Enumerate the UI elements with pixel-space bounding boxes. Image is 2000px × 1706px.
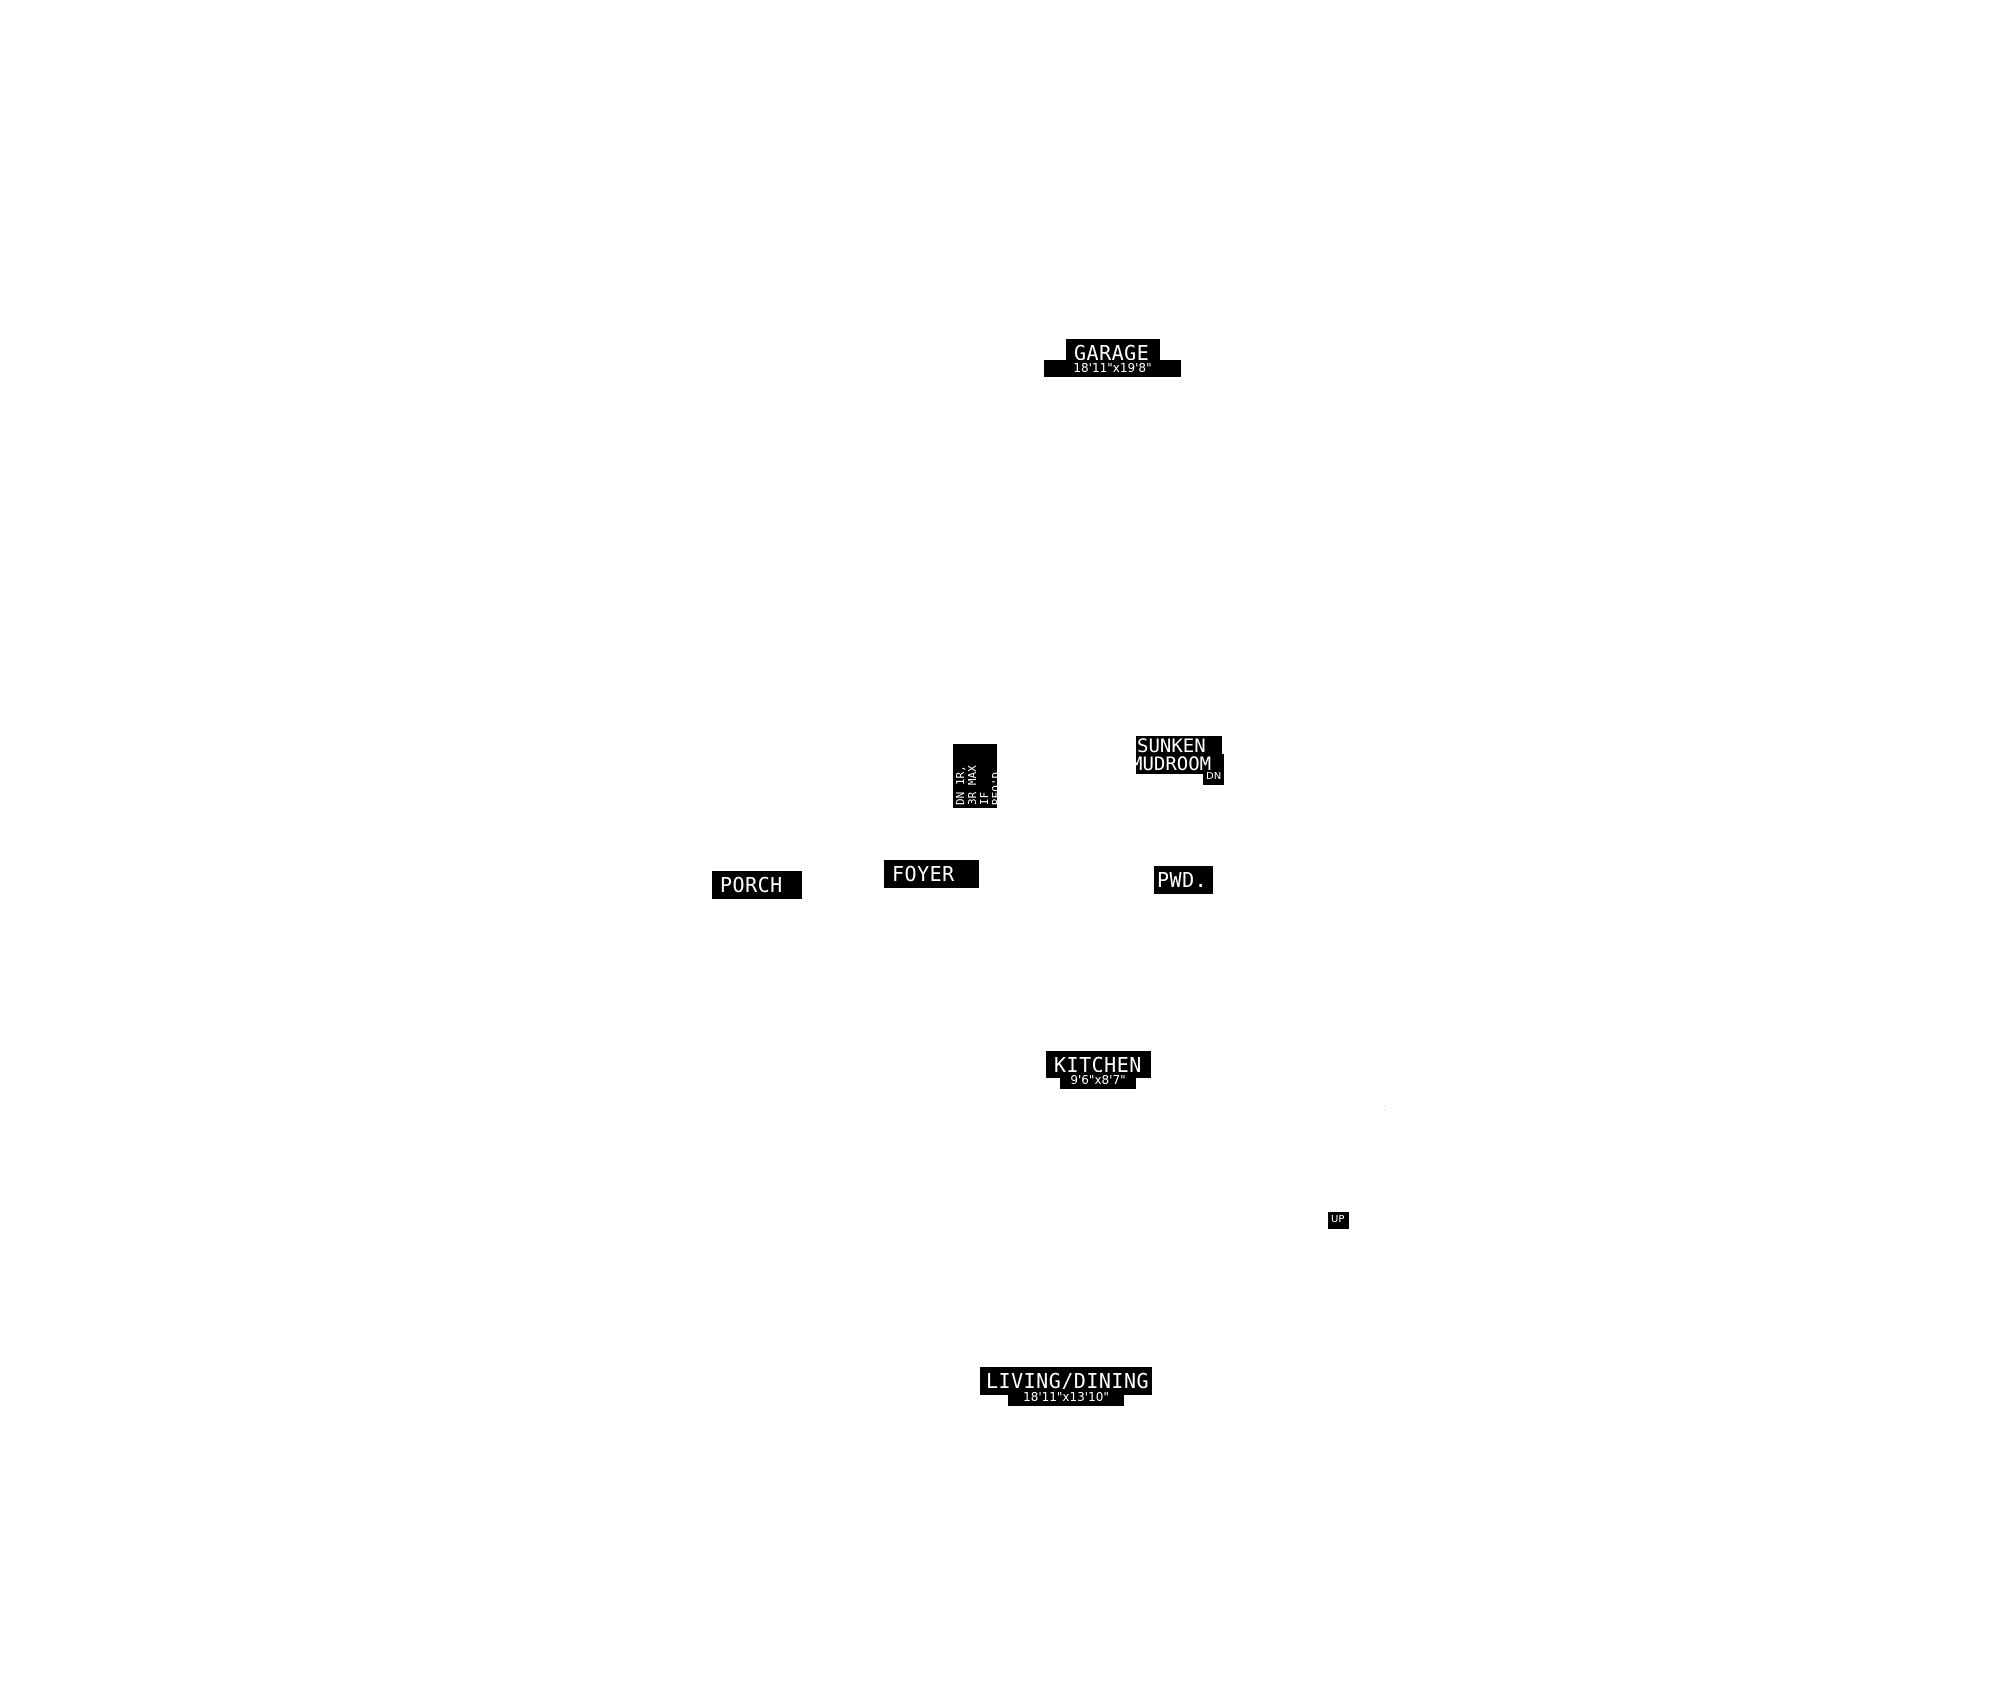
kitchen-dimensions: 9'6"x8'7"	[1060, 1072, 1136, 1089]
sunken-mudroom-label-line1: SUNKEN	[1136, 736, 1222, 756]
stair-up-label: UP	[1328, 1212, 1349, 1229]
stair-note-line2: 3R MAX IF	[966, 765, 991, 805]
stair-note-line3: REQ'D	[990, 771, 1003, 805]
sunken-mudroom-label-line2: MUDROOM	[1136, 754, 1224, 774]
living-dining-dimensions: 18'11"x13'10"	[1008, 1389, 1124, 1406]
powder-room-label: PWD.	[1154, 866, 1213, 894]
stair-note-label: DN 1R, 3R MAX IF REQ'D	[953, 744, 1003, 808]
stair-down-label: DN	[1203, 770, 1224, 785]
porch-label: PORCH	[712, 871, 802, 899]
foyer-label: FOYER	[884, 860, 979, 888]
garage-dimensions: 18'11"x19'8"	[1044, 360, 1181, 377]
drawing-speck	[1385, 1105, 1386, 1106]
